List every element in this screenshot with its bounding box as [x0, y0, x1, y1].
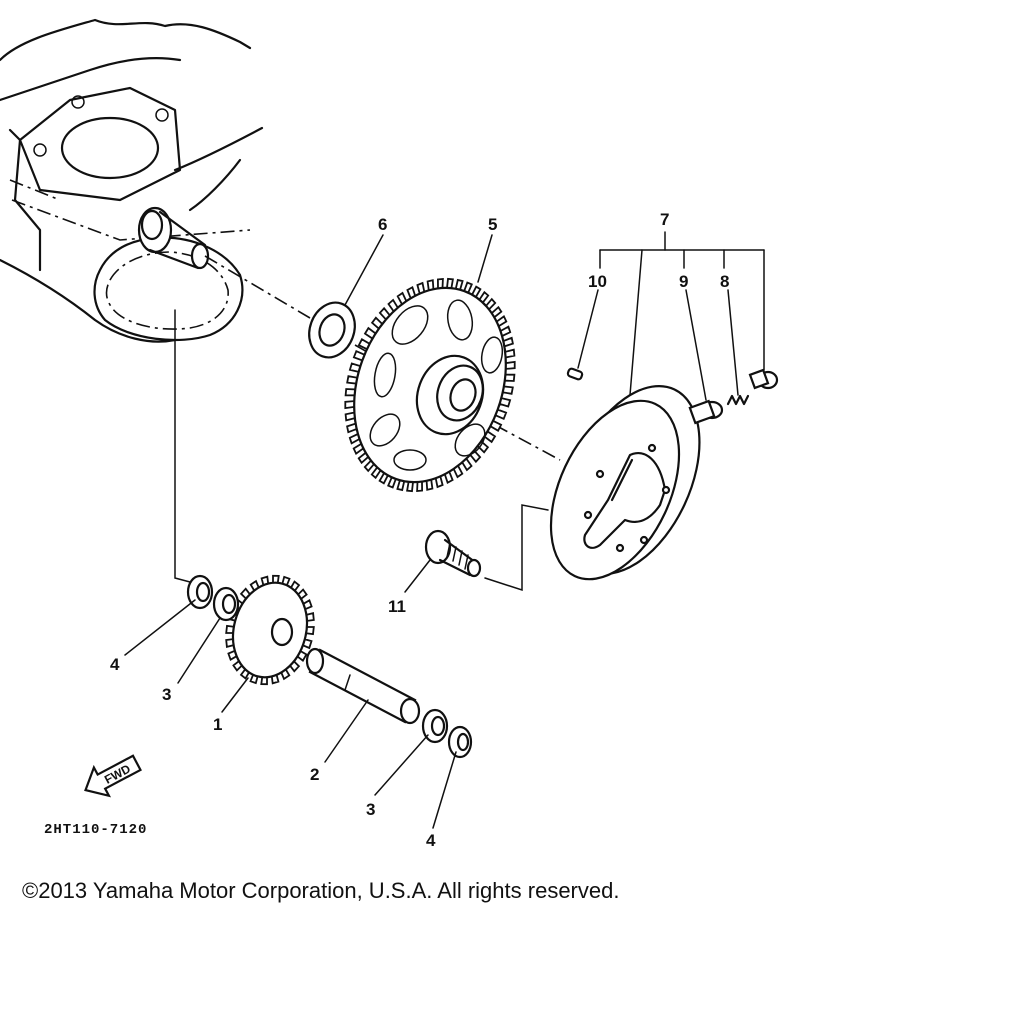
callout-11: 11: [388, 597, 406, 616]
callout-5: 5: [488, 215, 497, 234]
callout-7: 7: [660, 210, 669, 229]
center-axis-line: [494, 424, 561, 461]
leader-line: [484, 504, 549, 592]
copyright-notice: ©2013 Yamaha Motor Corporation, U.S.A. A…: [22, 878, 620, 903]
callout-labels: 6 5 7 10 9 8 11 4 3 1 2 3 4: [110, 210, 729, 850]
callout-10: 10: [588, 272, 607, 291]
exploded-parts-diagram: 6 5 7 10 9 8 11 4 3 1 2 3 4 FWD 2HT110-7…: [0, 18, 779, 850]
callout-2: 2: [310, 765, 319, 784]
callout-9: 9: [679, 272, 688, 291]
part-7-starter-clutch: [549, 385, 701, 581]
part-4-circlip-right: [447, 725, 473, 759]
part-9-plunger: [688, 399, 724, 425]
center-axis-line: [204, 255, 311, 319]
callout-leaders: [124, 231, 765, 829]
callout-4-right: 4: [426, 831, 436, 850]
part-5-idler-gear: [344, 277, 516, 493]
part-cap: [748, 368, 779, 390]
callout-6: 6: [378, 215, 387, 234]
leader-line: [174, 309, 191, 583]
drawing-code: 2HT110-7120: [44, 822, 147, 838]
part-6-washer: [308, 301, 356, 359]
part-1-drive-gear: [225, 574, 315, 686]
engine-crankcase: [0, 18, 264, 343]
part-8-spring: [726, 394, 750, 406]
callout-4-left: 4: [110, 655, 120, 674]
part-3-washer-left: [212, 586, 240, 622]
callout-3-left: 3: [162, 685, 171, 704]
part-2-shaft: [305, 647, 421, 725]
callout-3-right: 3: [366, 800, 375, 819]
part-11-bolt: [424, 529, 482, 578]
part-3-washer-right: [421, 708, 449, 744]
forward-direction-arrow: FWD: [84, 754, 142, 798]
callout-1: 1: [213, 715, 222, 734]
callout-8: 8: [720, 272, 729, 291]
part-10-roller: [566, 367, 584, 381]
